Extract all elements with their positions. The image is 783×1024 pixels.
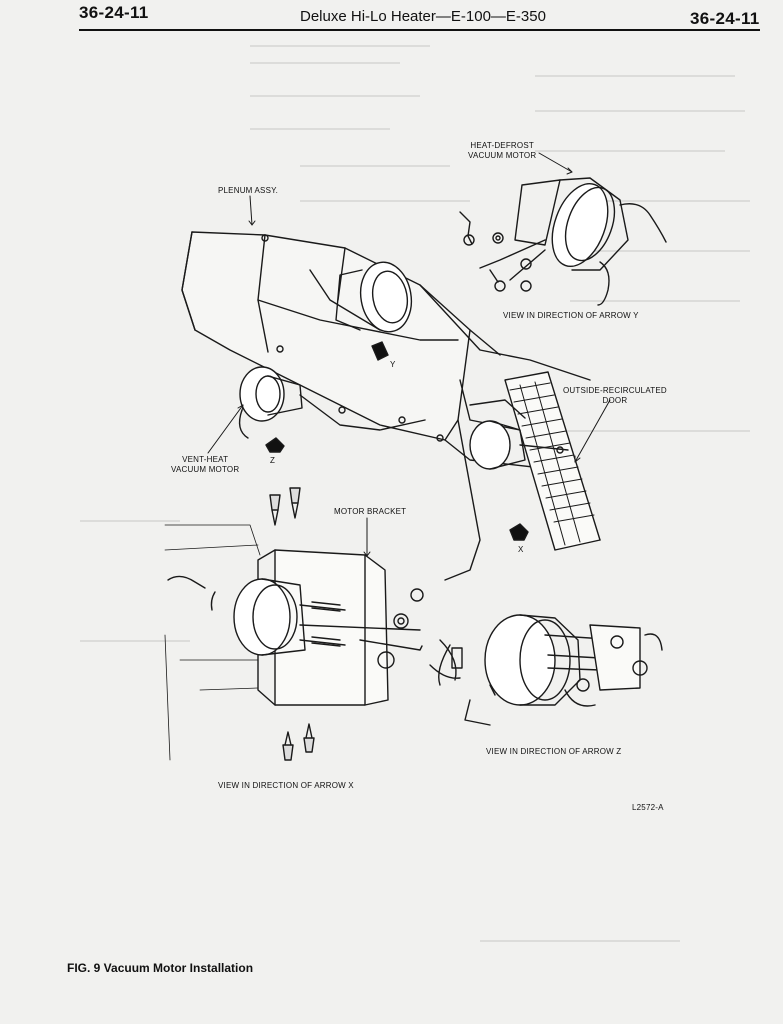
figure-code: L2572-A — [632, 803, 664, 812]
label-arrow-z: Z — [270, 456, 276, 465]
label-arrow-x: X — [518, 545, 524, 554]
figure-caption: FIG. 9 Vacuum Motor Installation — [67, 961, 254, 975]
label-motor-bracket: MOTOR BRACKET — [334, 507, 407, 516]
vent-heat-motor-drawing — [464, 614, 663, 726]
motor-bracket-drawing — [164, 487, 463, 761]
callout-leaders — [207, 152, 611, 557]
label-arrow-y: Y — [390, 360, 396, 369]
section-number-left: 36-24-11 — [79, 3, 149, 22]
section-number-right: 36-24-11 — [690, 9, 760, 28]
label-view-direction-x: VIEW IN DIRECTION OF ARROW X — [218, 781, 354, 790]
label-view-direction-y: VIEW IN DIRECTION OF ARROW Y — [503, 311, 639, 320]
plenum-assembly-drawing — [181, 231, 601, 581]
header-rule — [79, 29, 760, 31]
label-view-direction-z: VIEW IN DIRECTION OF ARROW Z — [486, 747, 622, 756]
page-title: Deluxe Hi-Lo Heater—E-100—E-350 — [300, 8, 546, 25]
label-plenum-assy: PLENUM ASSY. — [218, 186, 279, 195]
heat-defrost-motor-drawing — [459, 177, 667, 306]
